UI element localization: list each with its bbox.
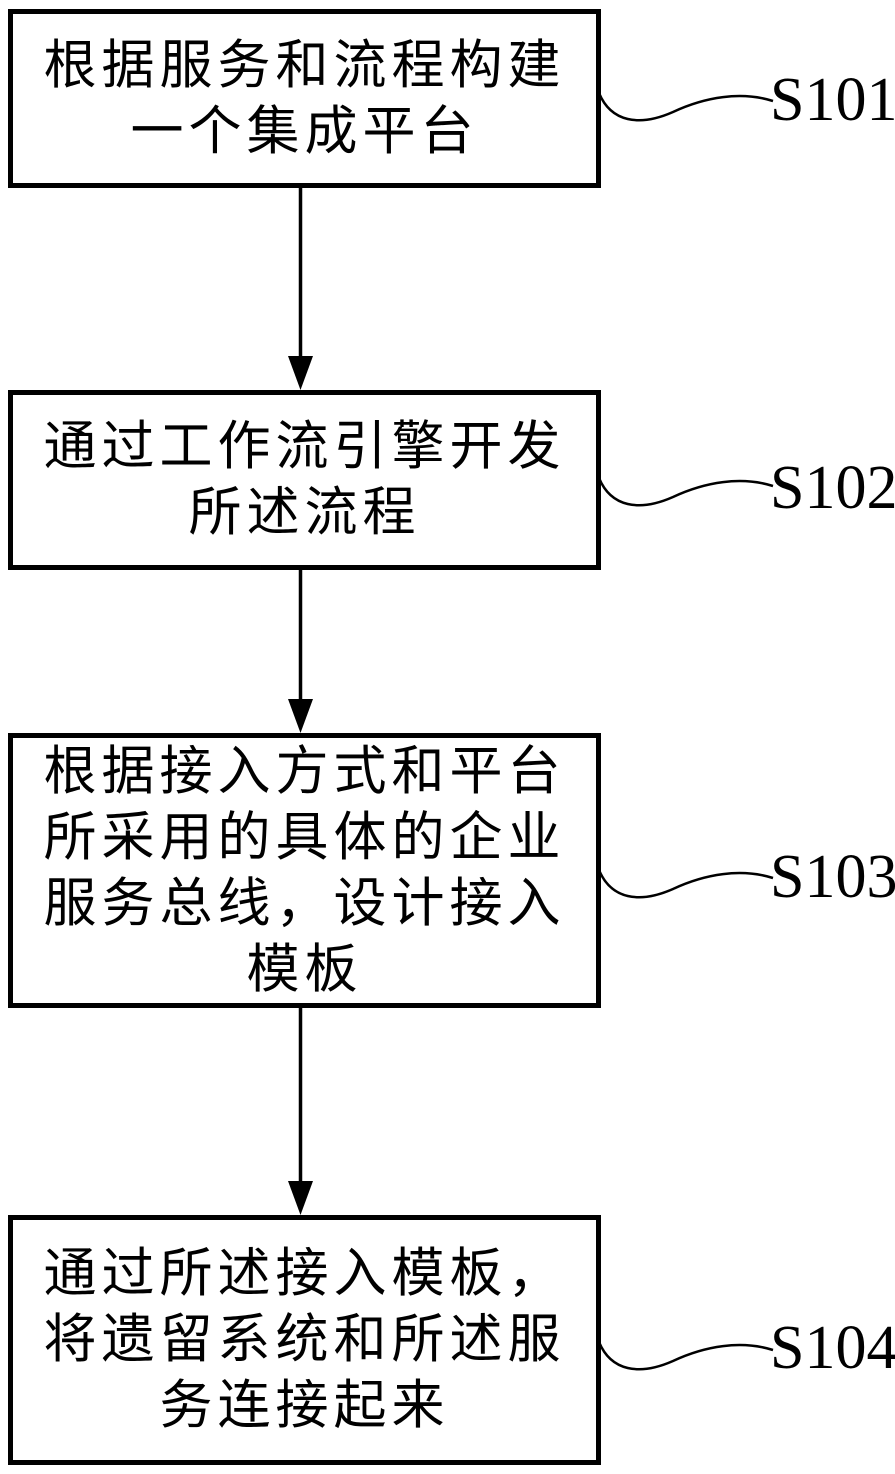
label-connector-curve-2 (597, 477, 774, 507)
flow-step-text-1: 根据服务和流程构建 一个集成平台 (43, 36, 566, 161)
down-arrow-1 (288, 188, 313, 390)
flow-step-box-4: 通过所述接入模板， 将遗留系统和所述服 务连接起来 (8, 1215, 601, 1465)
flow-step-box-2: 通过工作流引擎开发 所述流程 (8, 390, 601, 570)
flow-step-text-3: 根据接入方式和平台 所采用的具体的企业 服务总线，设计接入 模板 (43, 742, 566, 999)
label-connector-curve-4 (597, 1341, 774, 1371)
step-label-s103: S103 (770, 843, 895, 911)
flow-step-box-1: 根据服务和流程构建 一个集成平台 (8, 9, 601, 188)
step-label-s101: S101 (770, 66, 895, 134)
down-arrow-2 (288, 570, 313, 733)
label-connector-curve-1 (597, 92, 774, 122)
down-arrow-3 (288, 1008, 313, 1215)
flow-step-text-4: 通过所述接入模板， 将遗留系统和所述服 务连接起来 (43, 1245, 566, 1435)
step-label-s102: S102 (770, 454, 895, 522)
step-label-s104: S104 (770, 1314, 895, 1382)
flow-step-text-2: 通过工作流引擎开发 所述流程 (43, 418, 566, 542)
label-connector-curve-3 (597, 869, 774, 899)
flow-step-box-3: 根据接入方式和平台 所采用的具体的企业 服务总线，设计接入 模板 (8, 733, 601, 1008)
